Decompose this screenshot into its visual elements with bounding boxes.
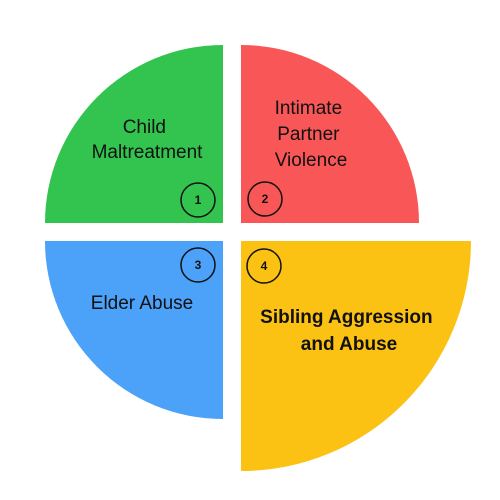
quadrant-4-label-line-2: and Abuse — [301, 334, 397, 355]
quadrant-2-number-badge — [247, 181, 283, 217]
quadrant-4-number: 4 — [261, 259, 268, 273]
quadrant-elder-abuse: Elder Abuse 3 — [45, 241, 223, 419]
quadrant-3-number: 3 — [195, 258, 202, 272]
quadrant-4-number-badge — [246, 248, 282, 284]
quadrant-2-label-line-2: Partner — [277, 124, 340, 145]
quadrant-3-number-badge — [180, 247, 216, 283]
quadrant-1-label: Child Maltreatment — [92, 117, 204, 163]
quadrant-3-label: Elder Abuse — [91, 293, 193, 314]
quadrant-2-label: Intimate Partner Violence — [275, 98, 348, 171]
quadrant-sibling-aggression: Sibling Aggression and Abuse 4 — [241, 241, 471, 471]
quadrant-2-shape — [241, 45, 419, 223]
quadrant-4-label: Sibling Aggression and Abuse — [260, 307, 438, 355]
quadrant-1-label-line-1: Child — [123, 117, 166, 138]
quadrant-child-maltreatment: Child Maltreatment 1 — [45, 45, 223, 223]
quadrant-1-number-badge — [180, 182, 216, 218]
quadrant-1-shape — [45, 45, 223, 223]
quadrant-3-label-line-1: Elder Abuse — [91, 293, 193, 314]
quadrant-2-label-line-3: Violence — [275, 150, 348, 171]
quadrant-intimate-partner-violence: Intimate Partner Violence 2 — [241, 45, 419, 223]
quadrant-2-label-line-1: Intimate — [275, 98, 343, 119]
quadrant-4-shape — [241, 241, 471, 471]
quadrant-4-label-line-1: Sibling Aggression — [260, 307, 432, 328]
quadrant-1-label-line-2: Maltreatment — [92, 142, 204, 163]
quadrant-3-shape — [45, 241, 223, 419]
quadrant-1-number: 1 — [195, 193, 202, 207]
quadrant-2-number: 2 — [262, 192, 269, 206]
